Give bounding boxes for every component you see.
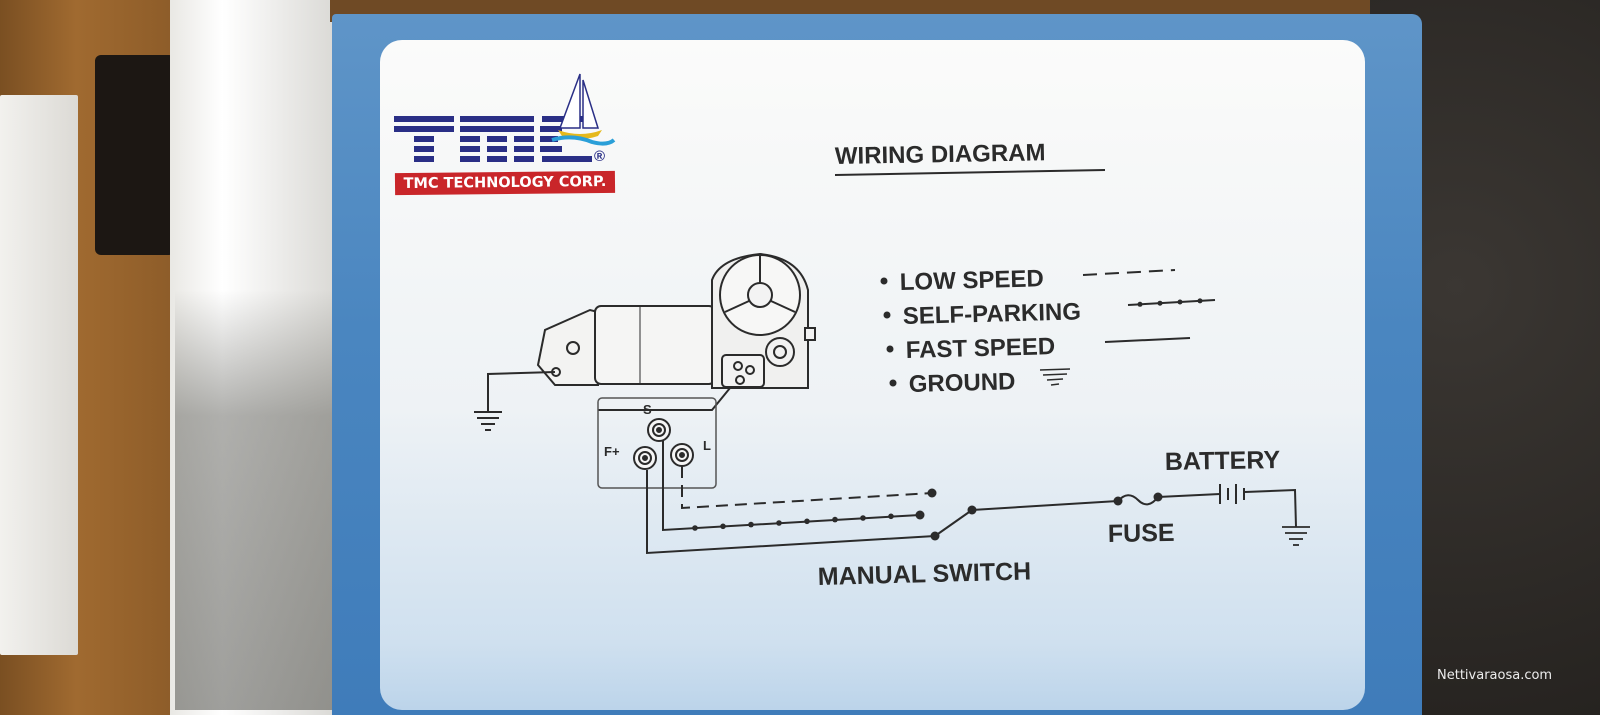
terminal-label-s: S — [643, 402, 652, 417]
legend-label-self-parking: SELF-PARKING — [902, 298, 1081, 330]
terminal-f — [633, 446, 657, 470]
legend-item-fast-speed: FAST SPEED — [886, 333, 1191, 364]
legend-item-ground: GROUND — [889, 368, 1071, 398]
legend: LOW SPEED SELF-PARKING FAST SPEED GROUND — [880, 265, 1216, 398]
battery-ground-icon — [1282, 526, 1310, 546]
tmc-logo — [394, 73, 616, 162]
battery-label: BATTERY — [1165, 446, 1281, 476]
wire-battery-ground — [1244, 488, 1297, 528]
battery-icon — [1219, 484, 1245, 504]
wire-low-speed — [681, 466, 933, 510]
wire-to-fuse — [971, 500, 1119, 511]
switch-contacts — [915, 488, 1163, 541]
terminal-l — [670, 443, 694, 467]
terminal-label-l: L — [703, 438, 711, 453]
fuse-label: FUSE — [1108, 519, 1175, 548]
legend-line-dashed — [1082, 269, 1176, 276]
diagram-title: WIRING DIAGRAM — [835, 139, 1046, 170]
wiper-motor-icon — [536, 252, 816, 411]
terminal-label-f: F+ — [604, 444, 620, 459]
legend-line-solid — [1104, 337, 1191, 343]
legend-label-low-speed: LOW SPEED — [899, 265, 1044, 296]
self-parking-dots — [692, 513, 894, 531]
legend-item-low-speed: LOW SPEED — [880, 265, 1176, 296]
wire-fast-speed — [646, 470, 936, 555]
terminals — [633, 418, 694, 470]
paper-shadow — [175, 290, 335, 710]
dark-object — [95, 55, 175, 255]
bracket-ground-wire — [474, 371, 556, 431]
white-carton — [0, 95, 78, 655]
wires — [646, 441, 1297, 555]
switch-arm — [934, 509, 973, 537]
ground-icon — [1039, 368, 1071, 386]
registered-mark: ® — [594, 148, 606, 165]
wire-to-battery — [1157, 493, 1221, 498]
title-underline — [834, 169, 1106, 176]
manual-switch-label: MANUAL SWITCH — [817, 557, 1031, 591]
terminal-s — [647, 418, 671, 442]
fuse-symbol — [1117, 494, 1159, 506]
wire-self-parking — [662, 441, 921, 532]
legend-label-ground: GROUND — [908, 368, 1015, 398]
legend-label-fast-speed: FAST SPEED — [905, 333, 1055, 364]
connector-detail-box — [597, 397, 717, 489]
legend-item-self-parking: SELF-PARKING — [883, 298, 1216, 330]
watermark: Nettivaraosa.com — [1437, 668, 1553, 683]
